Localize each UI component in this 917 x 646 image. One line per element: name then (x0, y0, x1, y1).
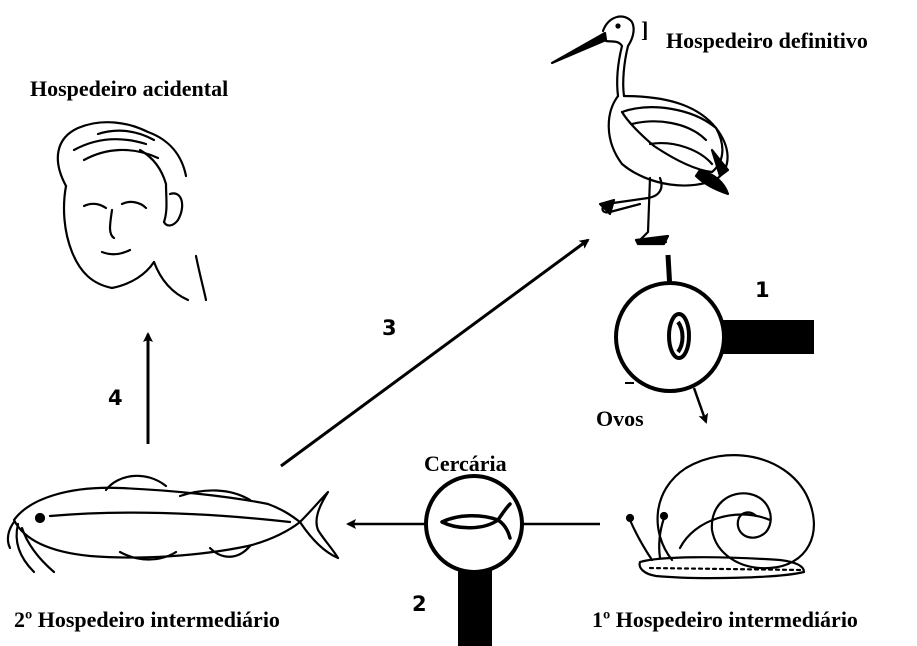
human-head-icon (58, 122, 206, 300)
definitive-host-label: Hospedeiro definitivo (666, 30, 868, 52)
snail-icon (627, 455, 814, 578)
step-2-label: 2 (412, 594, 427, 615)
step-1-label: 1 (755, 280, 770, 301)
accidental-host-label: Hospedeiro acidental (30, 78, 228, 100)
step-4-label: 4 (108, 388, 123, 409)
eggs-label: Ovos (596, 408, 644, 430)
arrow-3 (281, 240, 588, 466)
first-intermediate-host-label: 1º Hospedeiro intermediário (592, 609, 858, 631)
catfish-icon (8, 476, 338, 572)
stray-bracket-glyph: ] (641, 19, 648, 41)
second-intermediate-host-label: 2º Hospedeiro intermediário (14, 609, 280, 631)
magnifier-egg-icon (616, 255, 814, 422)
magnifier-cercaria-icon (348, 476, 600, 646)
cercaria-label: Cercária (424, 453, 507, 475)
step-3-label: 3 (382, 318, 397, 339)
